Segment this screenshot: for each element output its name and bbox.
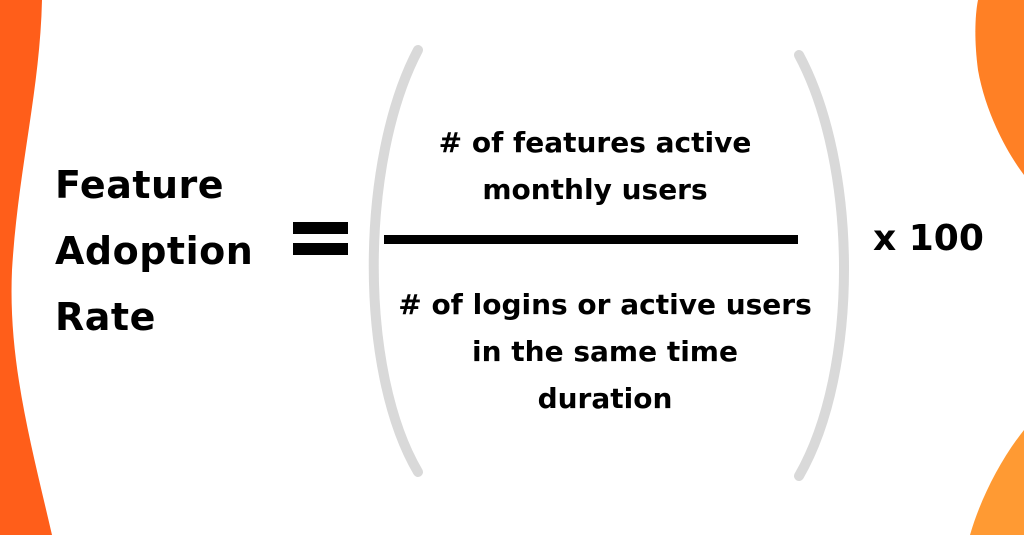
left-orange-wave bbox=[0, 0, 52, 535]
top-right-orange-blob bbox=[975, 0, 1024, 175]
fraction-bar bbox=[384, 235, 798, 244]
equals-sign bbox=[293, 222, 348, 256]
bottom-right-orange-blob bbox=[970, 430, 1024, 535]
title-line-1: Feature bbox=[55, 163, 225, 207]
left-parenthesis bbox=[368, 45, 423, 477]
numerator-line-1: # of features active bbox=[438, 126, 752, 159]
denominator-line-3: duration bbox=[537, 382, 673, 415]
fraction-denominator: # of logins or active users in the same … bbox=[375, 281, 835, 422]
title-line-3: Rate bbox=[55, 295, 156, 339]
formula-title: Feature Adoption Rate bbox=[55, 152, 253, 350]
multiplier-text: x 100 bbox=[873, 218, 984, 259]
fraction-numerator: # of features active monthly users bbox=[400, 119, 790, 213]
denominator-line-1: # of logins or active users bbox=[398, 288, 812, 321]
equals-bar-top bbox=[293, 222, 348, 234]
equals-bar-bottom bbox=[293, 243, 348, 255]
numerator-line-2: monthly users bbox=[482, 173, 708, 206]
right-parenthesis bbox=[794, 50, 849, 481]
denominator-line-2: in the same time bbox=[472, 335, 738, 368]
title-line-2: Adoption bbox=[55, 229, 254, 273]
